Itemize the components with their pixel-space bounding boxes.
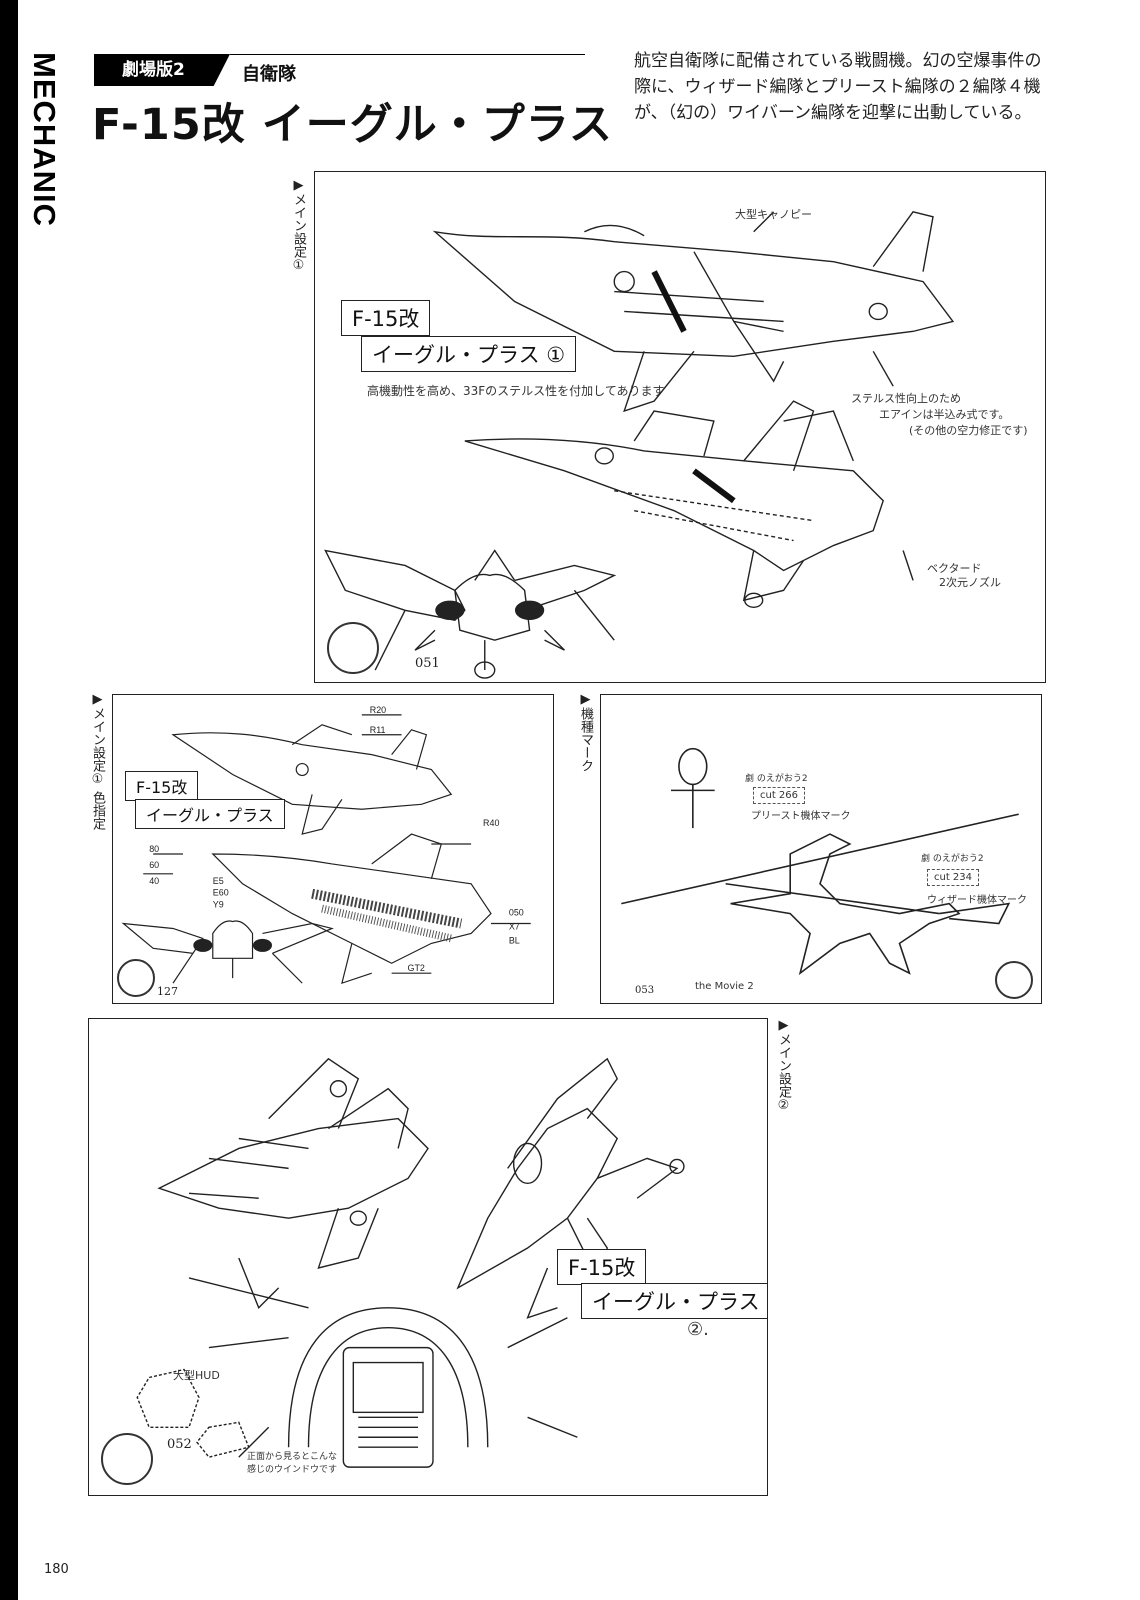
section-tag: 劇場版2: [94, 54, 230, 86]
main1-note-nozzle2: 2次元ノズル: [939, 576, 1001, 589]
main2-title-card-line1: F-15改: [557, 1249, 647, 1285]
panel-main2: F-15改 イーグル・プラス ②. 大型HUD 正面から見るとこんな感じのウイン…: [88, 1018, 768, 1496]
mark-label1-line2: cut 266: [753, 787, 806, 804]
main1-note-stealth1: ステルス性向上のため: [851, 392, 961, 405]
color-title-card-line2: イーグル・プラス: [135, 799, 285, 829]
color-title-card-line1: F-15改: [125, 771, 199, 801]
caption-main2: ▶メイン設定②: [776, 1018, 791, 1113]
main1-note-nozzle1: ベクタード: [927, 562, 982, 575]
section-subtag: 自衛隊: [242, 64, 296, 85]
caption-main1: ▶メイン設定①: [291, 178, 306, 273]
section-side-label: MECHANIC: [27, 52, 62, 228]
main2-note-front: 正面から見るとこんな感じのウインドウです: [247, 1452, 338, 1475]
caption-color: ▶メイン設定① 色指定: [90, 692, 105, 831]
color-panel-number: 127: [157, 985, 178, 998]
code-gt2: GT2: [408, 963, 425, 973]
main1-note-main: 高機動性を高め、33Fのステルス性を付加してあります: [367, 384, 665, 398]
code-r11: R11: [370, 725, 386, 735]
main2-title-card-line2: イーグル・プラス: [581, 1283, 767, 1319]
main2-drawing: [136, 1057, 685, 1468]
main1-drawing: [324, 211, 955, 679]
code-r20: R20: [370, 705, 386, 715]
code-050: 050: [509, 908, 524, 918]
code-80: 80: [149, 844, 159, 854]
main1-title-card-line2: イーグル・プラス ①: [361, 336, 577, 372]
mark-label1-line1: 劇 のえがおう2: [745, 774, 808, 784]
code-r40: R40: [483, 818, 499, 828]
code-x7: X7: [509, 921, 520, 931]
mark-signature: the Movie 2: [695, 981, 754, 992]
code-e5: E5: [213, 876, 224, 886]
code-60: 60: [149, 860, 159, 870]
main1-title-card-line1: F-15改: [341, 300, 431, 336]
panel-color: R20 R11 R40 050 X7 BL GT2 80 60 40 E5 E6…: [112, 694, 554, 1004]
code-y9: Y9: [213, 900, 224, 910]
mark-label2-line3: ウィザード機体マーク: [927, 895, 1027, 906]
page-title: F-15改 イーグル・プラス: [92, 100, 613, 150]
main1-note-stealth3: (その他の空力修正です): [909, 424, 1028, 437]
mark-panel-number: 053: [635, 985, 655, 996]
page-number: 180: [44, 1562, 69, 1577]
ankh-icon: [670, 747, 715, 829]
bear-stamp-icon: [995, 961, 1033, 999]
mark-label1-line3: プリースト機体マーク: [751, 811, 851, 822]
bear-stamp-icon: [101, 1433, 153, 1485]
header-rule: [230, 54, 585, 55]
panel-main1: F-15改 イーグル・プラス ① 高機動性を高め、33Fのステルス性を付加してあ…: [314, 171, 1046, 683]
main1-note-stealth2: エアインは半込み式です。: [879, 408, 1010, 421]
mark-label2-line1: 劇 のえがおう2: [921, 854, 984, 864]
caption-mark: ▶機種マーク: [578, 692, 593, 772]
panel-mark: 劇 のえがおう2 cut 266 プリースト機体マーク 劇 のえがおう2 cut…: [600, 694, 1042, 1004]
witch-silhouette-icon: [725, 833, 1011, 976]
code-e60: E60: [213, 888, 229, 898]
mark-label2-line2: cut 234: [927, 869, 980, 886]
description-text: 航空自衛隊に配備されている戦闘機。幻の空爆事件の際に、ウィザード編隊とプリースト…: [634, 51, 1042, 123]
code-40: 40: [149, 876, 159, 886]
page-spine-bar: [0, 0, 18, 1600]
color-drawing: R20 R11 R40 050 X7 BL GT2 80 60 40 E5 E6…: [121, 705, 531, 985]
main2-note-hud: 大型HUD: [173, 1369, 220, 1382]
main2-title-card-line3: ②.: [687, 1319, 709, 1340]
main1-panel-number: 051: [415, 656, 440, 671]
main2-panel-number: 052: [167, 1437, 192, 1452]
mark-drawing: [621, 747, 1019, 976]
bear-stamp-icon: [117, 959, 155, 997]
bear-stamp-icon: [327, 622, 379, 674]
main1-note-canopy: 大型キャノピー: [735, 208, 812, 221]
code-bl: BL: [509, 935, 520, 945]
